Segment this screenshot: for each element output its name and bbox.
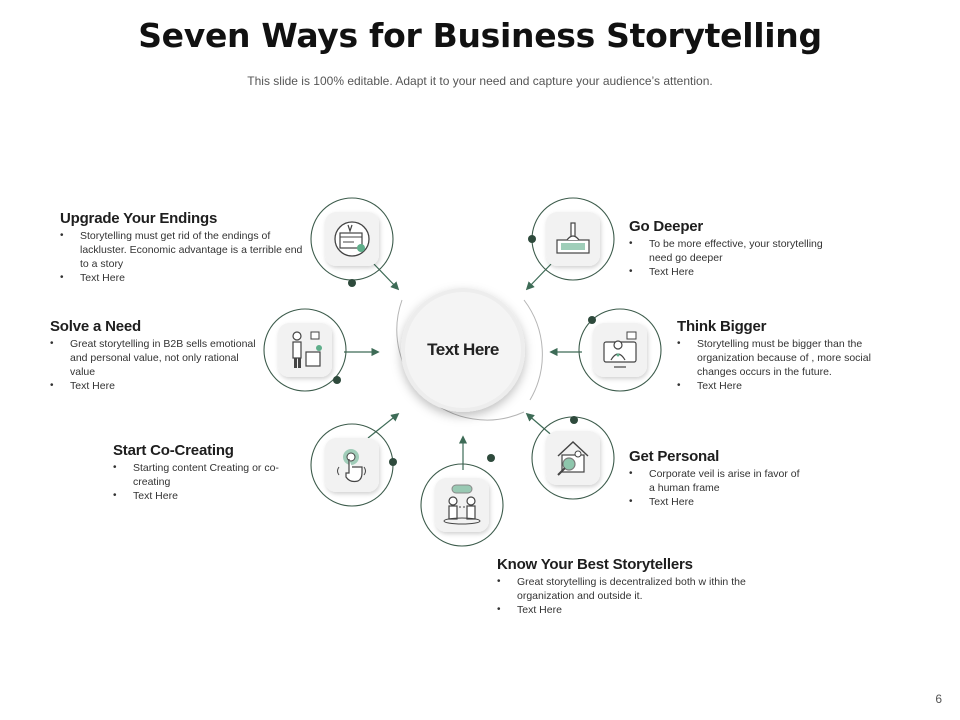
- presenter-monitor-icon: [603, 331, 637, 368]
- money-plunger-icon: [556, 222, 590, 254]
- center-label: Text Here: [427, 340, 499, 359]
- two-people-chat-icon: [443, 484, 481, 525]
- item-bullet: Corporate veil is arise in favor of a hu…: [629, 467, 804, 495]
- item-bullet: Text Here: [629, 265, 839, 279]
- node-ring: [420, 463, 504, 547]
- arrow-cocreate: [367, 412, 400, 439]
- arrow-deeper: [525, 261, 554, 291]
- node-upgrade: [310, 197, 394, 287]
- page-title: Seven Ways for Business Storytelling: [138, 16, 822, 55]
- arrow-upgrade: [371, 261, 400, 291]
- item-bullet: Text Here: [629, 495, 804, 509]
- item-title: Start Co-Creating: [113, 442, 234, 459]
- page-number: 6: [935, 692, 942, 706]
- house-magnifier-icon: [557, 441, 589, 476]
- item-cocreate: Start Co-Creating Starting content Creat…: [113, 442, 308, 503]
- node-dot: [348, 279, 356, 287]
- item-storytellers: Know Your Best Storytellers Great storyt…: [497, 556, 747, 617]
- item-upgrade: Upgrade Your Endings Storytelling must g…: [60, 210, 310, 285]
- node-personal: [531, 416, 615, 500]
- item-bullet: Text Here: [60, 271, 310, 285]
- item-bullet: Text Here: [113, 489, 308, 503]
- node-ring: [578, 308, 662, 392]
- item-title: Know Your Best Storytellers: [497, 556, 693, 573]
- node-dot: [588, 316, 596, 324]
- icon-tile: [278, 323, 332, 377]
- touch-hand-icon: [337, 449, 366, 483]
- item-title: Go Deeper: [629, 218, 704, 235]
- item-bullet: Storytelling must get rid of the endings…: [60, 229, 310, 271]
- page-subtitle: This slide is 100% editable. Adapt it to…: [247, 74, 713, 88]
- item-bullet: Great storytelling in B2B sells emotiona…: [50, 337, 265, 379]
- browser-settings-icon: [334, 221, 370, 257]
- item-bullet: Great storytelling is decentralized both…: [497, 575, 747, 603]
- connector-arrows: [344, 261, 582, 470]
- item-bullet: Storytelling must be bigger than the org…: [677, 337, 907, 379]
- node-deeper: [528, 197, 615, 281]
- item-bullet: Text Here: [50, 379, 265, 393]
- item-bullet: Text Here: [497, 603, 747, 617]
- node-bigger: [578, 308, 662, 392]
- item-personal: Get Personal Corporate veil is arise in …: [629, 448, 804, 509]
- item-bullet: Starting content Creating or co-creating: [113, 461, 308, 489]
- item-deeper: Go Deeper To be more effective, your sto…: [629, 218, 859, 279]
- item-bullet: Text Here: [677, 379, 907, 393]
- item-title: Think Bigger: [677, 318, 767, 335]
- node-dot: [570, 416, 578, 424]
- item-bigger: Think Bigger Storytelling must be bigger…: [677, 318, 907, 393]
- node-need: [263, 308, 347, 392]
- item-need: Solve a Need Great storytelling in B2B s…: [50, 318, 265, 393]
- item-bullet: To be more effective, your storytelling …: [629, 237, 839, 265]
- item-title: Upgrade Your Endings: [60, 210, 218, 227]
- center-ring: [396, 288, 543, 421]
- node-cocreate: [310, 423, 397, 507]
- icon-tile: [325, 438, 379, 492]
- item-title: Get Personal: [629, 448, 720, 465]
- node-dot: [528, 235, 536, 243]
- node-dot: [487, 454, 495, 462]
- node-dot: [333, 376, 341, 384]
- item-title: Solve a Need: [50, 318, 141, 335]
- node-dot: [389, 458, 397, 466]
- person-puzzle-icon: [292, 331, 322, 368]
- node-storytellers: [420, 454, 504, 547]
